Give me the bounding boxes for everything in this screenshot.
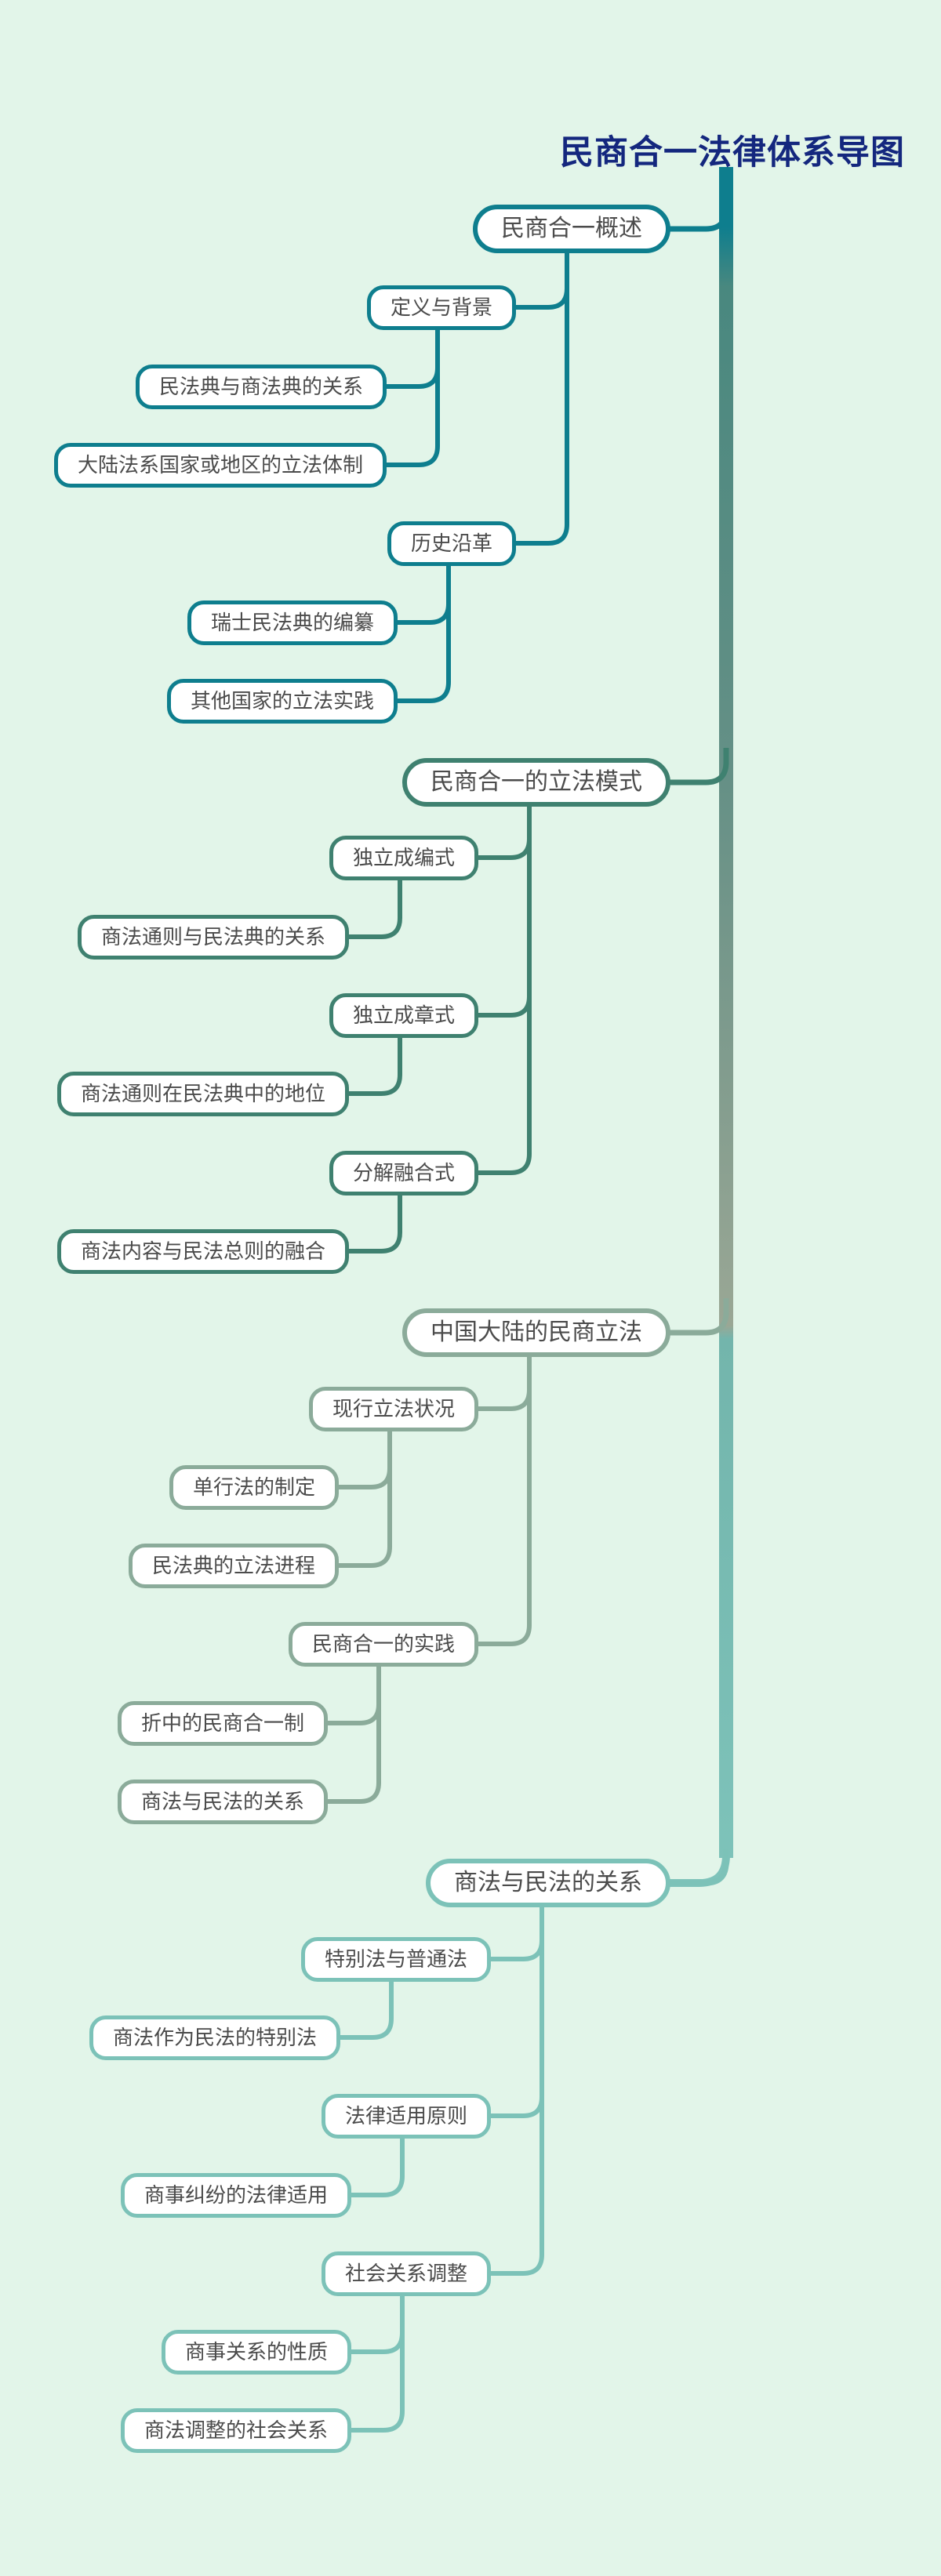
- mind-map-node[interactable]: 商法调整的社会关系: [120, 2407, 351, 2453]
- child-connector: [337, 1979, 394, 2040]
- mind-map-node[interactable]: 定义与背景: [366, 285, 516, 330]
- mind-map-node[interactable]: 民商合一的实践: [288, 1621, 478, 1667]
- child-connector: [348, 2135, 405, 2197]
- child-connector: [475, 804, 532, 860]
- child-connector: [348, 2293, 405, 2433]
- child-connector: [513, 251, 569, 310]
- child-connector: [346, 877, 402, 939]
- mind-map-node[interactable]: 社会关系调整: [321, 2251, 491, 2296]
- child-connector: [383, 327, 440, 467]
- child-connector: [325, 1664, 381, 1725]
- mind-map-node[interactable]: 独立成章式: [329, 992, 478, 1038]
- branch-connector: [667, 1298, 729, 1336]
- child-connector: [475, 804, 532, 1018]
- branch-connector: [667, 748, 729, 785]
- mind-map-node[interactable]: 商法内容与民法总则的融合: [56, 1228, 349, 1274]
- mind-map-branch-node[interactable]: 中国大陆的民商立法: [402, 1308, 670, 1357]
- child-connector: [346, 1192, 402, 1254]
- child-connector: [325, 1664, 381, 1804]
- mind-map-node[interactable]: 分解融合式: [329, 1150, 478, 1195]
- mind-map-node[interactable]: 民法典的立法进程: [128, 1543, 339, 1588]
- child-connector: [475, 1355, 532, 1646]
- mind-map-branch-node[interactable]: 民商合一概述: [473, 205, 670, 253]
- mind-map-node[interactable]: 历史沿革: [387, 521, 516, 566]
- child-connector: [475, 804, 532, 1175]
- mind-map-node[interactable]: 商法与民法的关系: [117, 1779, 328, 1824]
- mind-map-node[interactable]: 折中的民商合一制: [117, 1700, 328, 1746]
- child-connector: [488, 1905, 544, 2118]
- child-connector: [513, 251, 569, 546]
- child-connector: [488, 1905, 544, 2276]
- map-title: 民商合一法律体系导图: [560, 134, 905, 172]
- child-connector: [475, 1355, 532, 1411]
- branch-connector: [667, 1849, 729, 1886]
- mind-map-node[interactable]: 商法作为民法的特别法: [89, 2015, 340, 2060]
- child-connector: [383, 327, 440, 389]
- child-connector: [336, 1428, 392, 1489]
- mind-map-node[interactable]: 民法典与商法典的关系: [135, 364, 387, 409]
- mind-map-node[interactable]: 商事关系的性质: [161, 2329, 351, 2375]
- mind-map-branch-node[interactable]: 商法与民法的关系: [426, 1859, 670, 1907]
- child-connector: [394, 563, 451, 703]
- mind-map-node[interactable]: 法律适用原则: [321, 2093, 491, 2139]
- mind-map-node[interactable]: 商事纠纷的法律适用: [120, 2172, 351, 2218]
- mind-map-node[interactable]: 现行立法状况: [308, 1386, 478, 1431]
- mind-map-node[interactable]: 商法通则在民法典中的地位: [56, 1071, 349, 1116]
- mind-map-node[interactable]: 大陆法系国家或地区的立法体制: [53, 442, 387, 488]
- child-connector: [346, 1035, 402, 1096]
- mind-map-node[interactable]: 单行法的制定: [169, 1464, 339, 1510]
- mind-map-branch-node[interactable]: 民商合一的立法模式: [402, 758, 670, 807]
- child-connector: [488, 1905, 544, 1961]
- child-connector: [336, 1428, 392, 1568]
- branch-connector: [667, 194, 729, 232]
- child-connector: [394, 563, 451, 625]
- child-connector: [348, 2293, 405, 2354]
- mind-map-node[interactable]: 商法通则与民法典的关系: [77, 914, 349, 960]
- mind-map-node[interactable]: 独立成编式: [329, 835, 478, 880]
- mind-map-node[interactable]: 其他国家的立法实践: [166, 678, 398, 724]
- mind-map-node[interactable]: 特别法与普通法: [300, 1936, 491, 1982]
- mind-map-node[interactable]: 瑞士民法典的编纂: [187, 600, 398, 645]
